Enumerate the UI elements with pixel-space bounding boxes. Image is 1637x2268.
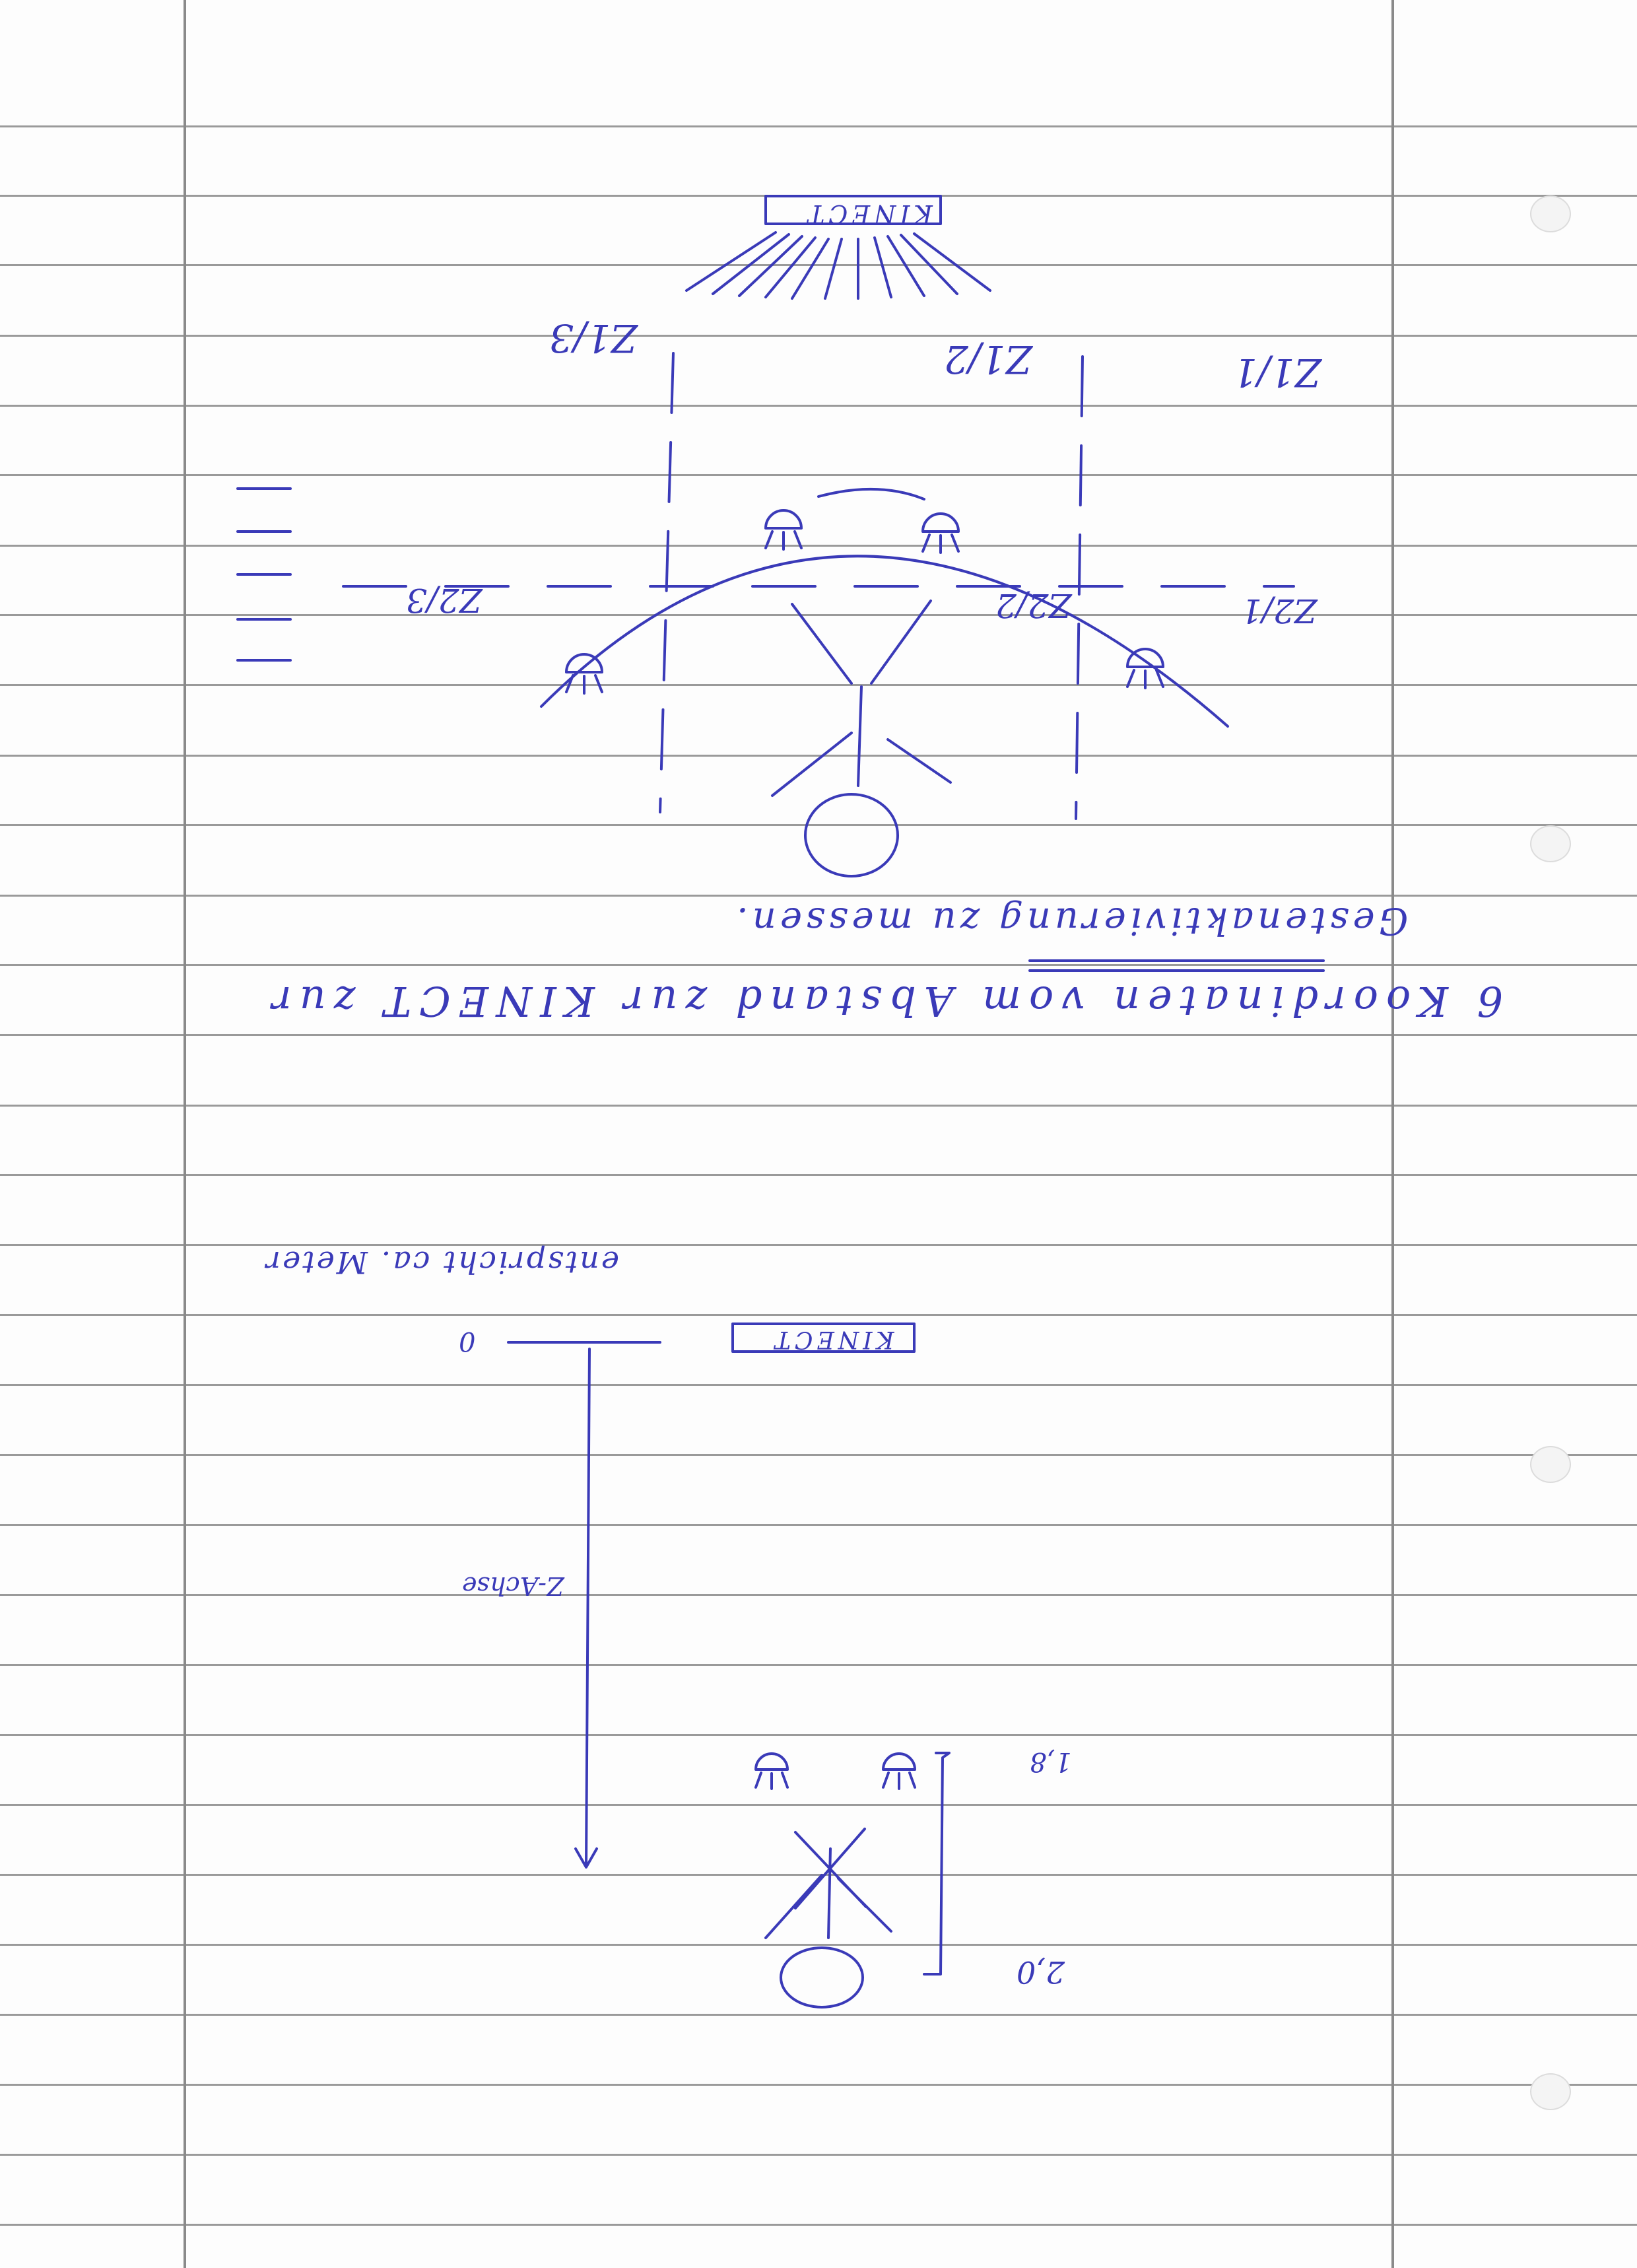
punch-hole [1530,195,1571,232]
ruled-line [0,1034,1637,1036]
person-figure-icon [764,1828,892,2009]
ruled-line [0,2224,1637,2226]
ruled-line [0,684,1637,686]
punch-hole [1530,2073,1571,2110]
ruled-line [0,895,1637,897]
light-icon [565,653,603,695]
ruled-line [0,1524,1637,1526]
ruled-line [0,1454,1637,1456]
ruled-line [0,1384,1637,1386]
height-label-top: 1,8 [1030,1746,1072,1777]
ruled-line [0,405,1637,407]
ruled-line [0,614,1637,616]
ruled-line [0,474,1637,476]
kinect-box-icon [731,1323,916,1353]
right-margin-line [1391,0,1394,2268]
height-bracket [923,1752,951,1976]
zone-label-z2-2: Z2/2 [995,586,1072,625]
light-icon [754,1752,789,1790]
ruled-line [0,264,1637,266]
note-line-2: Gestenaktivierung zu messen. [733,899,1409,942]
detection-arc [540,555,1229,728]
ruled-line [0,2084,1637,2086]
light-icon [1126,648,1164,689]
zone-label-z2-1: Z2/1 [1241,592,1318,630]
zero-mark: 0 [459,1326,476,1356]
zone-label-z1-3: Z1/3 [549,316,638,361]
zone-label-z1-2: Z1/2 [944,337,1032,382]
z-axis-arrowhead-icon [574,1847,598,1869]
kinect-rays-icon [685,231,991,300]
ruled-line [0,2154,1637,2156]
zone-separator-left [659,352,675,813]
z-axis-line [585,1348,591,1867]
kinect-box-icon [764,195,942,225]
kinect-label-bottom: KINECT [771,1326,894,1353]
note-line-1: 6 Koordinaten vom Abstand zur KINECT zur [264,977,1504,1025]
ruled-line [0,125,1637,127]
left-margin-line [184,0,186,2268]
scale-caption: entspricht ca. Meter [264,1245,620,1280]
ruled-line [0,335,1637,337]
punch-hole [1530,825,1571,862]
ruled-line [0,1734,1637,1736]
ruled-line [0,1105,1637,1107]
ruled-line [0,1594,1637,1596]
height-label-bottom: 2,0 [1017,1954,1065,1990]
ruled-line [0,755,1637,757]
kinect-label-top: KINECT [804,199,933,228]
ruled-line [0,1244,1637,1246]
punch-hole [1530,1446,1571,1483]
ruled-line [0,1664,1637,1666]
light-icon [921,512,960,554]
ruled-line [0,2014,1637,2016]
ruled-line [0,545,1637,547]
arc-accent [817,487,925,500]
person-figure-icon [771,600,952,877]
tally-marks [236,487,292,662]
ruled-line [0,964,1637,966]
zone-label-z2-3: Z2/3 [406,581,483,619]
ruled-line [0,1874,1637,1876]
ruled-line [0,1314,1637,1316]
ruled-line [0,1804,1637,1806]
ruled-line [0,1944,1637,1946]
zone-label-z1-1: Z1/1 [1233,350,1321,395]
light-icon [764,509,803,551]
ruled-line [0,824,1637,826]
light-icon [882,1752,916,1790]
ruled-line [0,1174,1637,1176]
z-axis-label: Z-Achse [462,1571,564,1600]
